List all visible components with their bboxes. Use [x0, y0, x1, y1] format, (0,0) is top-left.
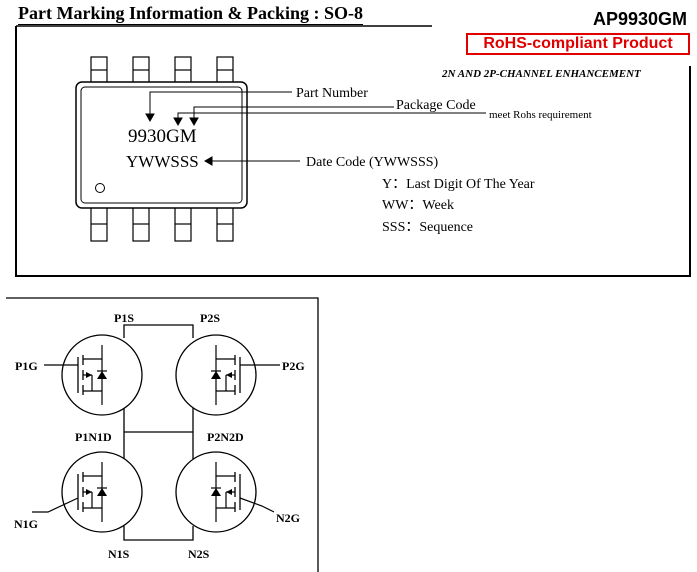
label-p1s: P1S [114, 311, 134, 325]
marking-frame [15, 26, 691, 277]
mosfet-n1 [61, 451, 143, 533]
mosfet-p2 [176, 335, 256, 415]
marking-line1: 9930GM [128, 126, 197, 147]
label-p2s: P2S [200, 311, 220, 325]
label-n2g: N2G [276, 511, 300, 525]
leader-package-code [173, 106, 486, 127]
label-sequence: SSS：Sequence [382, 220, 473, 235]
label-n1g: N1G [14, 517, 38, 531]
label-n1s: N1S [108, 547, 130, 561]
schematic-wires [123, 324, 194, 541]
rohs-badge: RoHS-compliant Product [466, 33, 690, 55]
label-part-number: Part Number [296, 86, 368, 101]
label-week: WW：Week [382, 198, 454, 213]
label-year: Y：Last Digit Of The Year [382, 177, 535, 192]
package-top-pins [90, 56, 234, 84]
label-rohs-note: meet Rohs requirement [489, 109, 592, 121]
label-p1g: P1G [15, 359, 38, 373]
leader-part-number [145, 91, 292, 123]
schematic-frame [6, 297, 319, 572]
marking-line2: YWWSSS [126, 152, 199, 171]
pin1-dot [95, 183, 105, 193]
label-n2s: N2S [188, 547, 210, 561]
mosfet-n2 [176, 452, 256, 532]
part-number-heading: AP9930GM [592, 9, 687, 29]
package-body-inner [80, 86, 243, 204]
label-p1n1d: P1N1D [75, 430, 112, 444]
leader-date-code [203, 156, 300, 166]
device-subtitle: 2N AND 2P-CHANNEL ENHANCEMENT [442, 68, 641, 80]
section-title: Part Marking Information & Packing : SO-… [18, 3, 363, 25]
label-p2g: P2G [282, 359, 305, 373]
mosfet-p1 [61, 334, 143, 416]
gate-leads [32, 364, 280, 513]
label-date-code: Date Code (YWWSSS) [306, 155, 439, 170]
label-package-code: Package Code [396, 98, 476, 113]
label-p2n2d: P2N2D [207, 430, 244, 444]
